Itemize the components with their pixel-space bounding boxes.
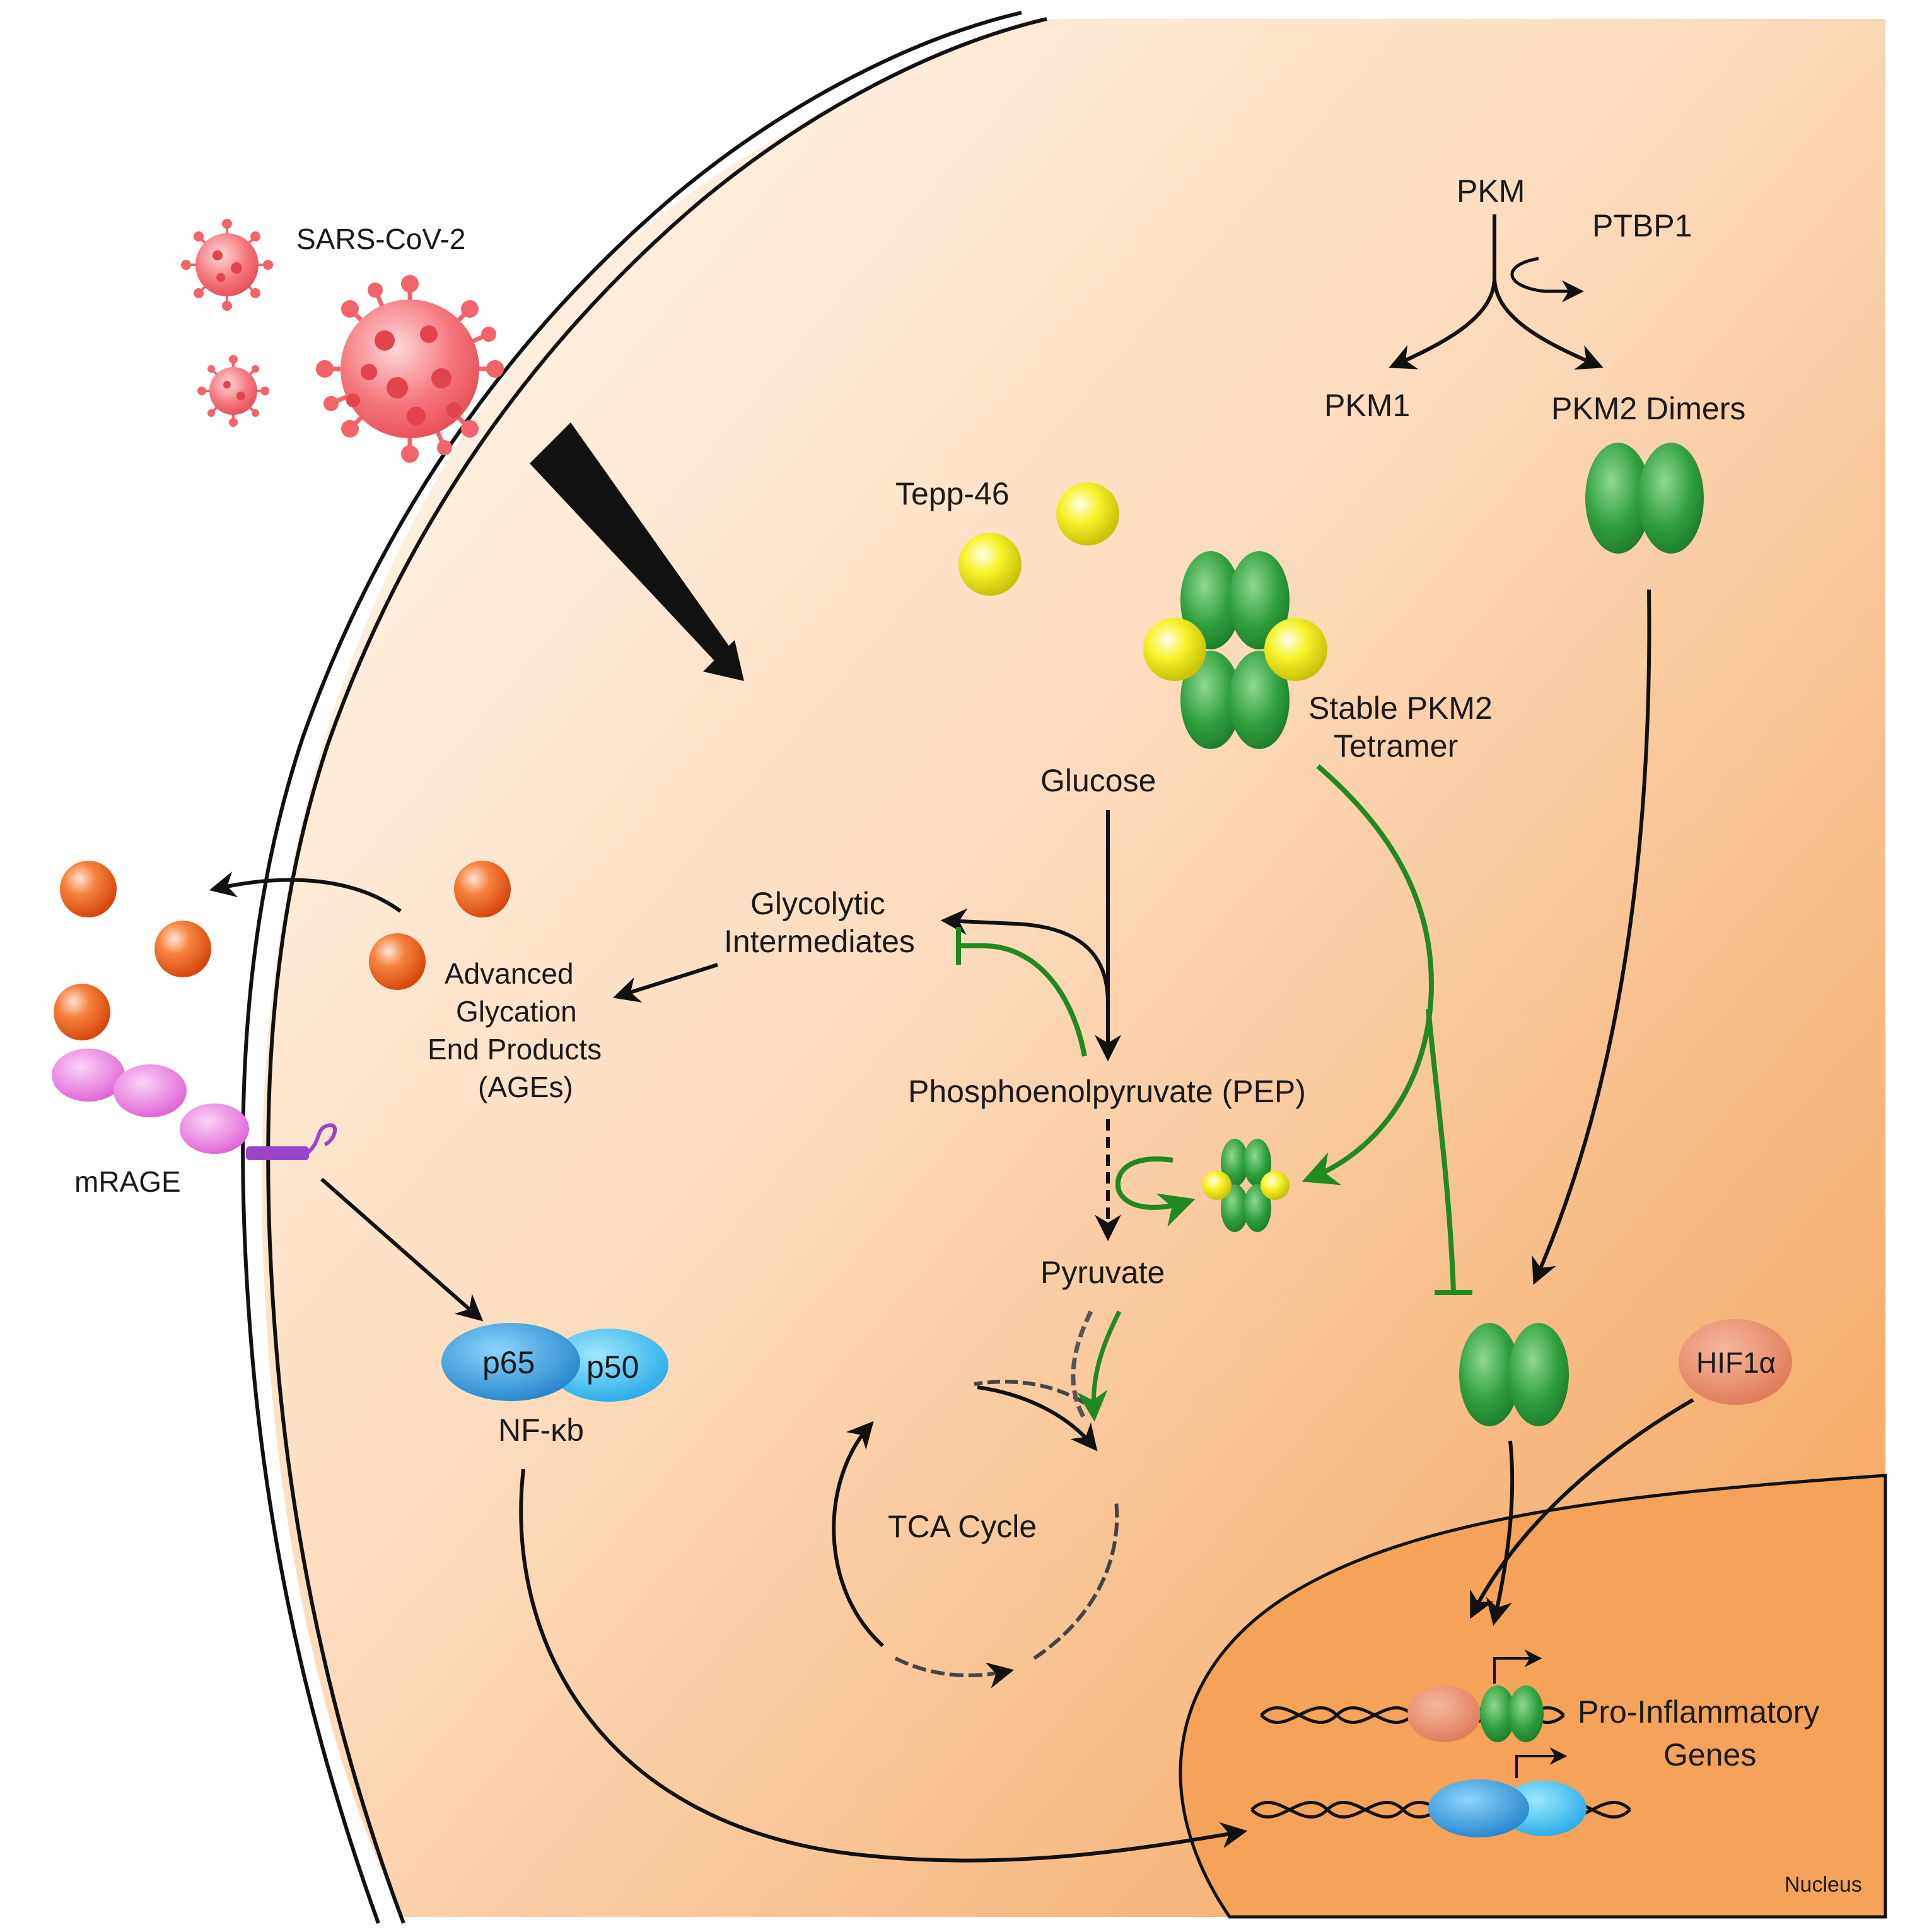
pep-inhibition bbox=[956, 927, 1087, 1057]
nfkb-label: NF-κb bbox=[498, 1412, 584, 1448]
tepp46-molecule bbox=[958, 533, 1022, 596]
pep-label: Phosphoenolpyruvate (PEP) bbox=[908, 1074, 1306, 1109]
ages-label-1: Advanced bbox=[445, 957, 574, 990]
pkm2-dimer-lower bbox=[1459, 1323, 1569, 1426]
age-molecule bbox=[60, 861, 117, 917]
cell-membrane bbox=[241, 11, 1047, 1924]
glycolysis-arrows bbox=[612, 810, 1121, 1242]
cytoplasm bbox=[262, 19, 1886, 1917]
tetramer-activation-arrow bbox=[1301, 764, 1435, 1185]
virus-label: SARS-CoV-2 bbox=[296, 223, 465, 255]
glucose-label: Glucose bbox=[1040, 763, 1156, 798]
tepp46-label: Tepp-46 bbox=[895, 476, 1010, 511]
glycolytic-label-1: Glycolytic bbox=[750, 886, 885, 921]
virus-small-bottom bbox=[197, 355, 269, 427]
age-molecule bbox=[369, 933, 426, 990]
p50-label: p50 bbox=[586, 1349, 639, 1385]
age-molecule bbox=[154, 921, 211, 977]
hif-pkm2-gene-complex bbox=[1407, 1650, 1544, 1742]
tepp46-molecule bbox=[1056, 482, 1119, 545]
virus-small-top bbox=[181, 219, 273, 311]
hif1a-protein bbox=[1679, 1319, 1792, 1405]
stable-tetramer-label-1: Stable PKM2 bbox=[1308, 690, 1493, 726]
age-molecule bbox=[454, 861, 511, 917]
genes-label-1: Pro-Inflammatory bbox=[1578, 1694, 1819, 1730]
mrage-to-nfkb-arrow bbox=[320, 1177, 484, 1322]
pep-catalysis-arrow bbox=[1115, 1156, 1196, 1227]
nuclear-entry-arrows bbox=[1470, 1398, 1694, 1626]
age-molecule bbox=[54, 984, 110, 1040]
tca-label: TCA Cycle bbox=[888, 1509, 1037, 1544]
nfkb-to-nucleus-arrow bbox=[519, 1469, 1248, 1863]
pkm-splice-arrows bbox=[1389, 214, 1604, 370]
hif-label: HIF1α bbox=[1696, 1346, 1776, 1379]
mrage-label: mRAGE bbox=[74, 1165, 181, 1198]
small-pkm2-tetramer bbox=[1202, 1139, 1290, 1232]
ages-label-3: End Products bbox=[428, 1033, 602, 1066]
ages-secretion-arrow bbox=[209, 871, 402, 913]
nfkb-complex bbox=[441, 1323, 668, 1402]
dimer-translocation-arrow bbox=[1532, 589, 1651, 1285]
pkm2-dimers-label: PKM2 Dimers bbox=[1551, 391, 1745, 426]
pyruvate-to-tca-arrows bbox=[1071, 1310, 1122, 1422]
pkm1-label: PKM1 bbox=[1324, 388, 1410, 423]
virus-entry-arrow bbox=[530, 422, 744, 681]
tetramer-inhibits-dimer bbox=[1426, 1008, 1472, 1295]
nfkb-gene-complex bbox=[1428, 1747, 1587, 1837]
p65-label: p65 bbox=[482, 1345, 535, 1380]
nucleus-label: Nucleus bbox=[1785, 1873, 1862, 1897]
ptbp1-label: PTBP1 bbox=[1592, 208, 1692, 243]
ages-label-2: Glycation bbox=[456, 995, 577, 1028]
mrage-receptor bbox=[52, 1049, 337, 1160]
glycolytic-label-2: Intermediates bbox=[724, 924, 915, 959]
genes-label-2: Genes bbox=[1663, 1737, 1756, 1772]
tca-cycle bbox=[832, 1380, 1119, 1689]
stable-pkm2-tetramer bbox=[1143, 551, 1327, 749]
virus-large bbox=[316, 275, 504, 463]
pkm2-dimer-top bbox=[1585, 443, 1704, 554]
pkm-label: PKM bbox=[1457, 173, 1525, 209]
stable-tetramer-label-2: Tetramer bbox=[1334, 728, 1458, 764]
pyruvate-label: Pyruvate bbox=[1040, 1255, 1165, 1290]
ages-label-4: (AGEs) bbox=[478, 1071, 573, 1103]
